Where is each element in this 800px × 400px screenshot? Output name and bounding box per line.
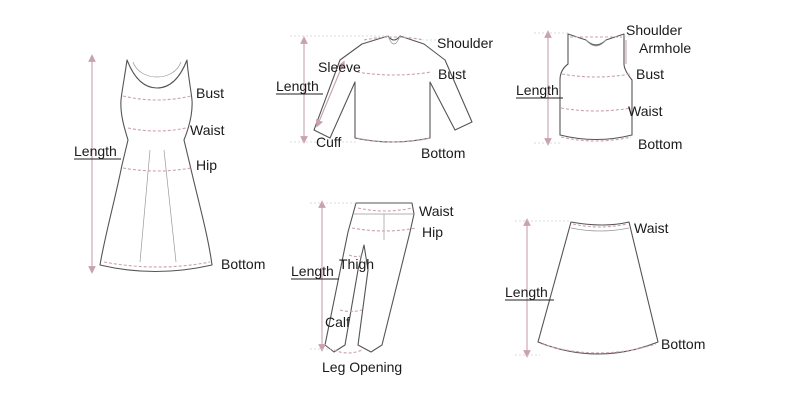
pants-thigh-label: Thigh xyxy=(339,256,374,272)
shirt-bust-line xyxy=(356,71,432,76)
vest-shoulder-label: Shoulder xyxy=(626,22,682,38)
dress-seam xyxy=(139,149,151,263)
vest-bust-line xyxy=(561,73,631,78)
vest-waist-label: Waist xyxy=(628,103,663,119)
shirt-diagram: Length Sleeve Shoulder Bust Cuff Bottom xyxy=(276,35,493,161)
shirt-shoulder-label: Shoulder xyxy=(437,35,493,51)
vest-bust-label: Bust xyxy=(636,66,664,82)
skirt-waistband xyxy=(570,227,630,232)
shirt-collar xyxy=(387,35,401,45)
skirt-bottom-label: Bottom xyxy=(661,336,705,352)
pants-thigh-line xyxy=(348,254,365,258)
vest-outline xyxy=(559,33,633,140)
pants-waist-line xyxy=(357,207,413,212)
vest-waist-line xyxy=(560,107,632,112)
dress-bust-line xyxy=(122,95,192,101)
pants-length-label: Length xyxy=(291,263,334,279)
dress-waist-label: Waist xyxy=(190,122,225,138)
skirt-outline xyxy=(537,221,659,355)
pants-diagram: Waist Hip Length Thigh Calf Leg Opening xyxy=(291,200,454,375)
pants-leg-opening-label: Leg Opening xyxy=(322,359,402,375)
pants-waist-label: Waist xyxy=(419,203,454,219)
pants-hip-label: Hip xyxy=(422,224,443,240)
skirt-waist-label: Waist xyxy=(634,220,669,236)
skirt-waist-line xyxy=(572,223,628,228)
skirt-diagram: Waist Length Bottom xyxy=(505,218,705,358)
dress-hip-label: Hip xyxy=(196,157,217,173)
shirt-sleeve-label: Sleeve xyxy=(318,59,361,75)
vest-length-label: Length xyxy=(516,82,559,98)
dress-bust-label: Bust xyxy=(196,85,224,101)
vest-diagram: Shoulder Armhole Length Bust Waist Botto… xyxy=(516,22,691,152)
pants-leg-opening-line xyxy=(333,349,363,354)
vest-armhole-label: Armhole xyxy=(639,40,691,56)
vest-neckline xyxy=(585,39,607,47)
shirt-bottom-label: Bottom xyxy=(421,145,465,161)
pants-calf-label: Calf xyxy=(325,314,350,330)
dress-bottom-label: Bottom xyxy=(221,256,265,272)
dress-bottom-line xyxy=(103,261,211,268)
shirt-shoulder-line xyxy=(363,36,425,41)
shirt-bottom-line xyxy=(356,137,432,143)
shirt-cuff-label: Cuff xyxy=(316,134,342,150)
pants-hip-line xyxy=(351,227,417,232)
dress-diagram: Length Bust Waist Hip Bottom xyxy=(74,54,265,274)
dress-neckline xyxy=(132,61,182,78)
shirt-sleeve-arrow xyxy=(315,60,346,128)
dress-waist-line xyxy=(127,127,187,132)
skirt-length-label: Length xyxy=(505,284,548,300)
shirt-bust-label: Bust xyxy=(438,66,466,82)
vest-bottom-line xyxy=(560,136,632,142)
dress-length-label: Length xyxy=(74,143,117,159)
pants-calf-line xyxy=(339,309,363,313)
pants-outline xyxy=(324,202,415,353)
dress-hip-line xyxy=(122,167,192,172)
skirt-bottom-line xyxy=(541,343,657,354)
dress-outline xyxy=(99,59,213,272)
vest-bottom-label: Bottom xyxy=(638,136,682,152)
shirt-outline xyxy=(313,35,473,143)
shirt-length-label: Length xyxy=(276,78,319,94)
